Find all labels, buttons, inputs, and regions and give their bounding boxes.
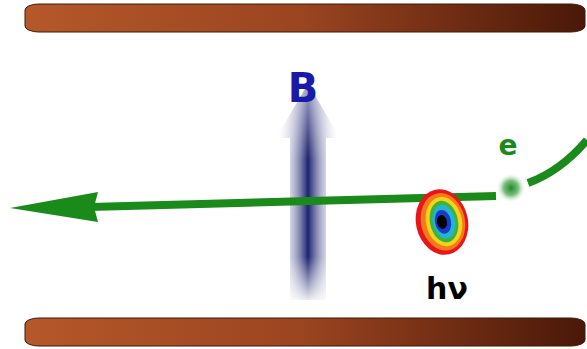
field-arrow [276,84,340,300]
electron-label: e [499,132,518,160]
field-label: B [288,68,319,108]
electron-track [528,140,587,183]
track-arrowhead [10,192,98,222]
electron [496,173,526,203]
bottom-plate [25,318,585,346]
photon [410,184,475,259]
photon-label: hν [426,274,468,304]
top-plate [25,4,585,32]
